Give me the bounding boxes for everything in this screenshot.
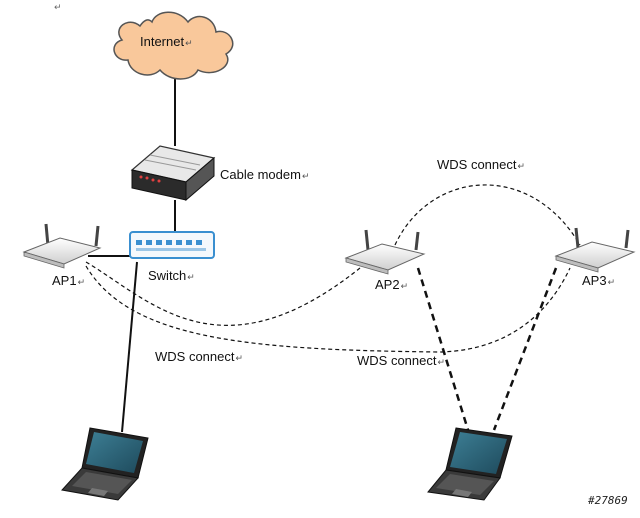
- paragraph-mark: ↵: [54, 3, 62, 13]
- wds-label-ap1-ap2: WDS connect↵: [155, 349, 243, 366]
- paragraph-mark: ↵: [517, 161, 526, 171]
- paragraph-mark: ↵: [400, 281, 409, 291]
- paragraph-mark: ↵: [187, 272, 195, 282]
- cable-modem-icon: [130, 145, 216, 202]
- ap1-label: AP1↵: [52, 273, 85, 290]
- laptop-2-icon: [427, 427, 513, 501]
- wds-curve-ap1-ap2: [85, 261, 361, 326]
- switch-label-text: Switch: [148, 268, 187, 283]
- link-ap3-laptop2: [492, 267, 558, 431]
- cable-modem-label: Cable modem↵: [220, 167, 309, 184]
- ap1-label-text: AP1: [52, 273, 77, 288]
- wds-curve-ap2-ap3: [394, 184, 581, 246]
- figure-id: #27869: [588, 494, 628, 507]
- paragraph-mark: ↵: [301, 171, 310, 181]
- switch-label: Switch↵: [148, 268, 195, 285]
- wds-curve-ap1-ap3: [85, 265, 571, 353]
- ap1-router-icon: [22, 223, 102, 269]
- paragraph-mark: ↵: [185, 38, 193, 48]
- cable-modem-label-text: Cable modem: [220, 167, 301, 182]
- wds-label-ap2-ap3: WDS connect↵: [437, 157, 525, 174]
- wds-label-text: WDS connect: [155, 349, 235, 364]
- ap3-label: AP3↵: [582, 273, 615, 290]
- ap3-label-text: AP3: [582, 273, 607, 288]
- paragraph-mark: ↵: [235, 353, 244, 363]
- link-switch-laptop1: [121, 261, 138, 433]
- paragraph-mark: ↵: [437, 357, 446, 367]
- internet-cloud-icon: [113, 11, 234, 80]
- paragraph-mark: ↵: [607, 277, 616, 287]
- wds-label-ap1-ap3: WDS connect↵: [357, 353, 445, 370]
- ap3-router-icon: [554, 227, 636, 273]
- internet-label: Internet↵: [140, 34, 193, 51]
- wds-label-text: WDS connect: [437, 157, 517, 172]
- laptop-1-icon: [61, 427, 149, 501]
- wds-label-text: WDS connect: [357, 353, 437, 368]
- switch-icon: [129, 231, 215, 259]
- ap2-router-icon: [344, 229, 426, 275]
- ap2-label: AP2↵: [375, 277, 408, 294]
- paragraph-mark: ↵: [77, 277, 86, 287]
- internet-label-text: Internet: [140, 34, 185, 49]
- link-ap2-laptop2: [416, 267, 470, 431]
- ap2-label-text: AP2: [375, 277, 400, 292]
